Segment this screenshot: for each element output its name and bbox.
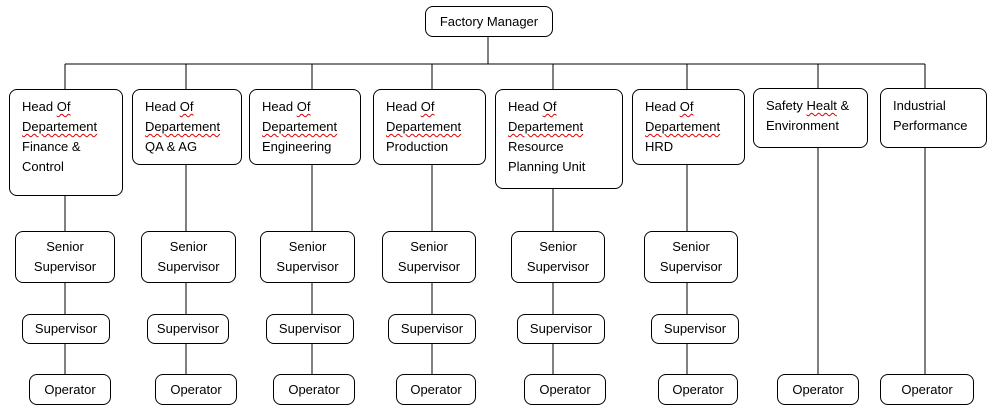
head-line: Head Of	[386, 99, 435, 114]
operator-label: Operator	[672, 381, 724, 397]
head-line: Planning Unit	[508, 159, 586, 174]
dept-head-box: Head Of Departement QA & AG	[132, 89, 242, 165]
supervisor-box: Supervisor	[517, 314, 605, 344]
dept-head-box: Safety Healt & Environment	[753, 88, 868, 148]
head-line: Industrial	[893, 98, 946, 113]
operator-label: Operator	[170, 381, 222, 397]
operator-label: Operator	[792, 381, 844, 397]
operator-label: Operator	[539, 381, 591, 397]
operator-box: Operator	[658, 374, 738, 405]
head-line: Head Of	[22, 99, 71, 114]
operator-box: Operator	[273, 374, 355, 405]
head-line: Departement	[386, 119, 462, 134]
senior-supervisor-label: Senior Supervisor	[33, 239, 97, 274]
head-line: Environment	[766, 118, 839, 133]
head-line: Departement	[262, 119, 338, 134]
supervisor-label: Supervisor	[34, 321, 98, 336]
supervisor-label: Supervisor	[156, 321, 220, 336]
factory-manager-label: Factory Manager	[439, 13, 539, 29]
supervisor-box: Supervisor	[147, 314, 229, 344]
head-line: QA & AG	[145, 139, 198, 154]
operator-box: Operator	[777, 374, 859, 405]
operator-label: Operator	[44, 381, 96, 397]
supervisor-label: Supervisor	[529, 321, 593, 336]
head-line: Engineering	[262, 139, 332, 154]
senior-supervisor-box: Senior Supervisor	[382, 231, 476, 283]
operator-label: Operator	[410, 381, 462, 397]
senior-supervisor-box: Senior Supervisor	[644, 231, 738, 283]
supervisor-box: Supervisor	[266, 314, 354, 344]
operator-box: Operator	[880, 374, 974, 405]
senior-supervisor-label: Senior Supervisor	[659, 239, 723, 274]
operator-label: Operator	[288, 381, 340, 397]
head-line: Head Of	[145, 99, 194, 114]
operator-label: Operator	[901, 381, 953, 397]
senior-supervisor-box: Senior Supervisor	[511, 231, 605, 283]
operator-box: Operator	[155, 374, 237, 405]
supervisor-label: Supervisor	[400, 321, 464, 336]
supervisor-box: Supervisor	[651, 314, 739, 344]
head-line: Finance &	[22, 139, 81, 154]
senior-supervisor-box: Senior Supervisor	[141, 231, 236, 283]
senior-supervisor-label: Senior Supervisor	[397, 239, 461, 274]
operator-box: Operator	[524, 374, 606, 405]
head-line: Departement	[645, 119, 721, 134]
factory-manager-box: Factory Manager	[425, 6, 553, 37]
supervisor-label: Supervisor	[278, 321, 342, 336]
head-line: Resource	[508, 139, 564, 154]
supervisor-box: Supervisor	[388, 314, 476, 344]
head-line: Control	[22, 159, 64, 174]
senior-supervisor-label: Senior Supervisor	[157, 239, 220, 274]
head-line: Head Of	[508, 99, 557, 114]
head-line: Departement	[22, 119, 98, 134]
head-line: Performance	[893, 118, 968, 133]
head-line: Head Of	[262, 99, 311, 114]
operator-box: Operator	[396, 374, 476, 405]
head-line: Production	[386, 139, 449, 154]
head-line: Departement	[508, 119, 584, 134]
senior-supervisor-box: Senior Supervisor	[260, 231, 355, 283]
senior-supervisor-label: Senior Supervisor	[276, 239, 339, 274]
head-line: Departement	[145, 119, 221, 134]
head-line: HRD	[645, 139, 674, 154]
senior-supervisor-box: Senior Supervisor	[15, 231, 115, 283]
head-line: Head Of	[645, 99, 694, 114]
head-line: Safety Healt &	[766, 98, 850, 113]
supervisor-box: Supervisor	[22, 314, 110, 344]
supervisor-label: Supervisor	[663, 321, 727, 336]
operator-box: Operator	[29, 374, 111, 405]
senior-supervisor-label: Senior Supervisor	[526, 239, 590, 274]
